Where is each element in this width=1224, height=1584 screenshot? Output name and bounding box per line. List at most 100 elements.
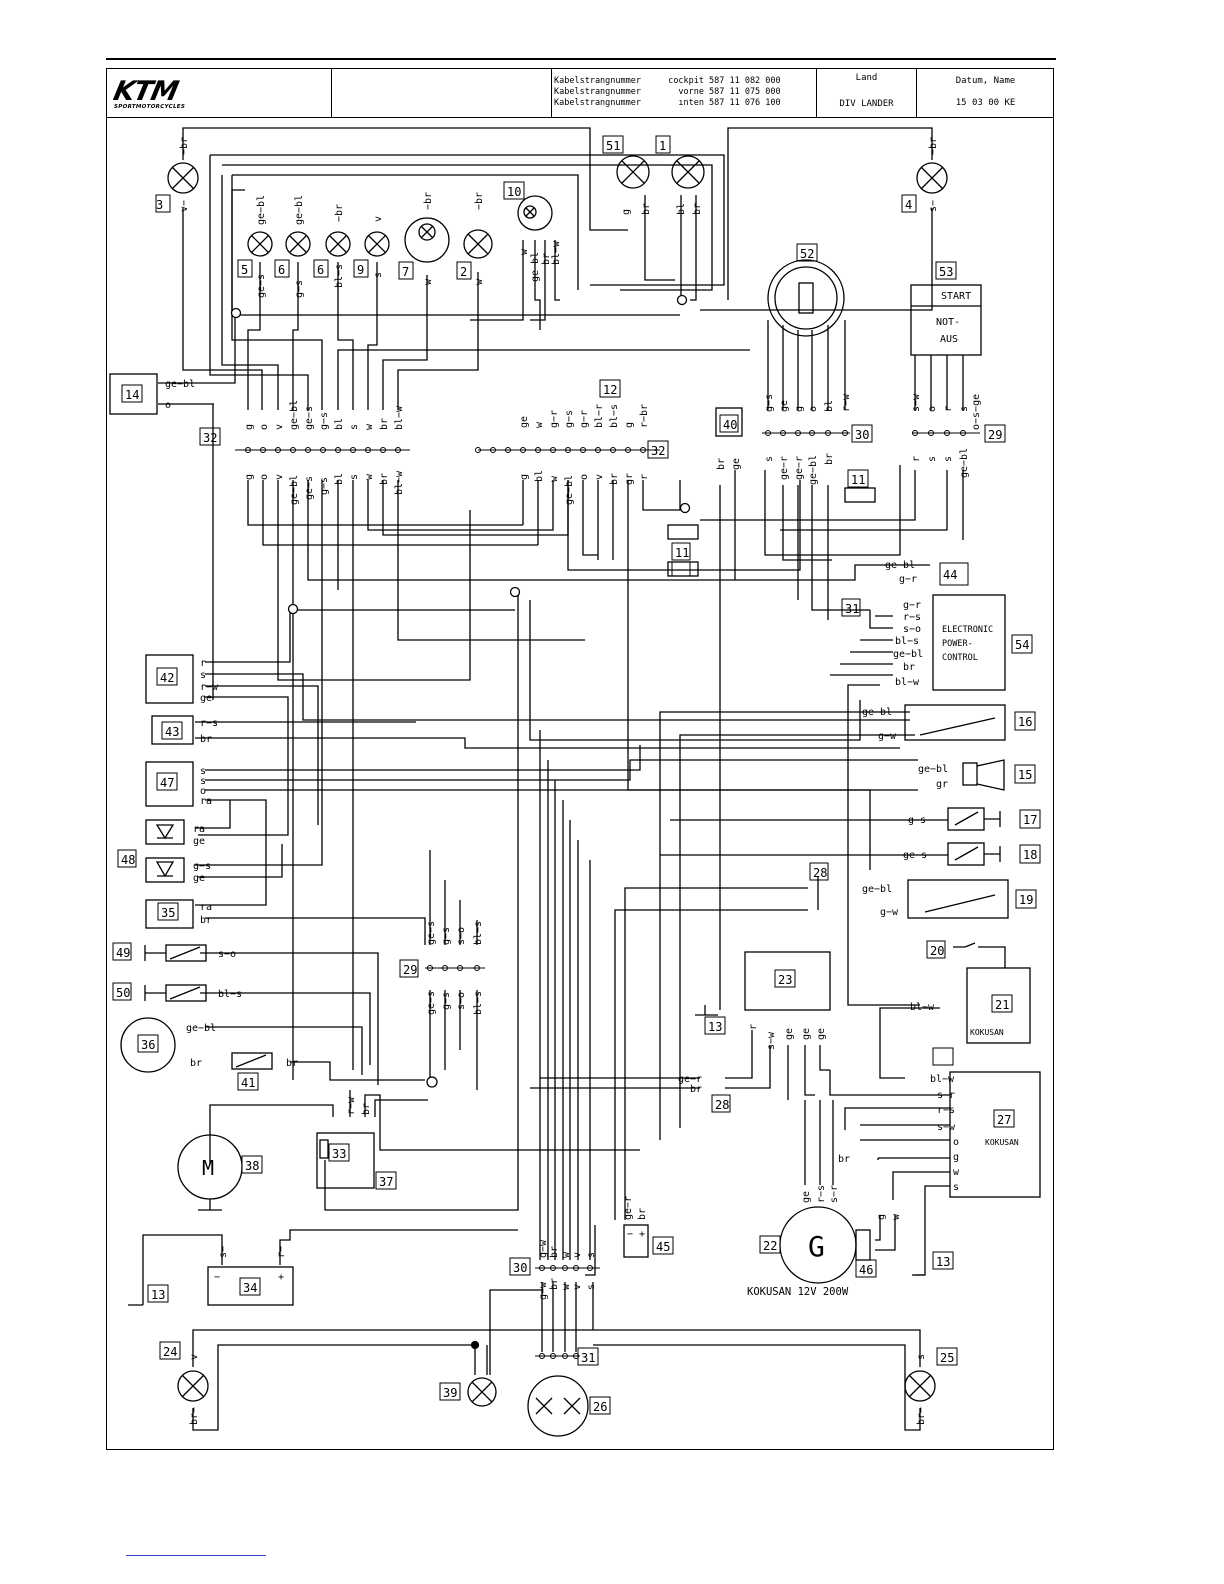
svg-text:s: s [586, 1252, 597, 1258]
svg-text:bl−s: bl−s [473, 991, 484, 1015]
svg-text:s−w: s−w [937, 1122, 956, 1133]
svg-text:bl−r: bl−r [594, 404, 605, 428]
svg-text:g: g [519, 474, 530, 480]
component-45 [623, 1224, 649, 1258]
svg-text:r−s: r−s [937, 1105, 955, 1116]
lamp-5 [247, 231, 273, 257]
svg-text:br: br [541, 253, 552, 265]
svg-text:31: 31 [581, 1351, 595, 1365]
svg-text:w: w [534, 421, 545, 428]
svg-text:g−w: g−w [538, 1239, 549, 1258]
svg-text:br: br [838, 1154, 850, 1165]
svg-text:v: v [189, 1354, 200, 1360]
svg-text:37: 37 [379, 1175, 393, 1189]
svg-text:g−r: g−r [579, 410, 590, 428]
svg-text:w: w [364, 423, 375, 430]
svg-text:10: 10 [507, 185, 521, 199]
fuse-11a [667, 524, 699, 540]
drawing-frame [106, 68, 1054, 1450]
svg-text:w: w [549, 475, 560, 482]
wire-network [142, 127, 964, 1431]
svg-text:s−o: s−o [456, 927, 467, 945]
svg-text:38: 38 [245, 1159, 259, 1173]
svg-text:50: 50 [116, 986, 130, 1000]
svg-text:13: 13 [708, 1020, 722, 1034]
svg-text:g−s: g−s [294, 280, 305, 298]
svg-text:s−o: s−o [456, 992, 467, 1010]
svg-text:29: 29 [988, 428, 1002, 442]
svg-text:bl−w: bl−w [895, 677, 920, 688]
date-value: 15 03 00 KE [955, 98, 1016, 108]
svg-text:br: br [190, 1058, 202, 1069]
motor-letter: M [202, 1156, 214, 1180]
svg-text:bl−w: bl−w [910, 1002, 935, 1013]
svg-text:o: o [259, 424, 270, 430]
ktm-tagline: SPORTMOTORCYCLES [114, 104, 186, 110]
svg-text:g−s: g−s [441, 927, 452, 945]
svg-text:br: br [637, 1208, 648, 1220]
svg-text:19: 19 [1019, 893, 1033, 907]
svg-text:r: r [943, 406, 954, 412]
svg-text:32: 32 [651, 444, 665, 458]
svg-text:v: v [274, 424, 285, 430]
svg-text:w: w [519, 248, 530, 255]
svg-text:r−s: r−s [200, 718, 218, 729]
svg-text:53: 53 [939, 265, 953, 279]
svg-text:w: w [423, 278, 434, 285]
svg-text:g−s: g−s [764, 394, 775, 412]
svg-text:25: 25 [940, 1351, 954, 1365]
svg-text:ge−bl: ge−bl [289, 475, 300, 505]
svg-text:gr: gr [624, 473, 635, 485]
svg-text:ge−s: ge−s [304, 406, 315, 430]
diode-48b [145, 857, 185, 883]
svg-text:s: s [349, 474, 360, 480]
svg-text:ge−s: ge−s [304, 476, 315, 500]
regulator-46 [855, 1229, 871, 1261]
svg-text:g: g [953, 1152, 959, 1163]
svg-text:−br: −br [423, 192, 434, 210]
svg-text:ge−bl: ge−bl [918, 764, 948, 775]
start-label: START [941, 291, 971, 302]
lamp-symbols [167, 155, 948, 1437]
top-rule [106, 58, 1056, 60]
start-kill-switch-53 [910, 284, 982, 356]
component-35 [145, 899, 194, 929]
svg-text:br: br [379, 418, 390, 430]
svg-text:12: 12 [603, 383, 617, 397]
bottom-link-underline[interactable] [126, 1555, 266, 1556]
svg-text:bl: bl [824, 400, 835, 412]
svg-text:g: g [624, 422, 635, 428]
svg-text:ge−bl: ge−bl [893, 649, 923, 660]
lamp-7 [404, 217, 450, 263]
svg-text:28: 28 [715, 1098, 729, 1112]
svg-text:gr: gr [936, 779, 948, 790]
svg-text:18: 18 [1023, 848, 1037, 862]
kokusan-label-27: KOKUSAN [985, 1138, 1019, 1147]
svg-text:43: 43 [165, 725, 179, 739]
svg-text:v: v [594, 474, 605, 480]
svg-text:1: 1 [659, 139, 666, 153]
svg-text:bl−w: bl−w [551, 240, 562, 265]
svg-text:ge: ge [784, 1028, 795, 1040]
switch-16 [904, 704, 1006, 741]
svg-text:14: 14 [125, 388, 139, 402]
svg-text:bl−w: bl−w [394, 405, 405, 430]
svg-text:−br: −br [334, 204, 345, 222]
ignition-switch-52 [767, 259, 845, 337]
date-cell: Datum, Name 15 03 00 KE [916, 68, 1054, 118]
svg-text:bl: bl [334, 418, 345, 430]
svg-text:16: 16 [1018, 715, 1032, 729]
svg-text:34: 34 [243, 1281, 257, 1295]
svg-text:bl: bl [676, 203, 687, 215]
svg-text:−: − [214, 1272, 220, 1283]
svg-text:33: 33 [332, 1147, 346, 1161]
lamp-3 [167, 162, 199, 194]
svg-text:s: s [927, 456, 938, 462]
notaus-label-2: AUS [940, 334, 958, 345]
diode-48a [145, 819, 185, 845]
svg-text:bl−w: bl−w [394, 470, 405, 495]
svg-text:br: br [692, 203, 703, 215]
svg-text:br: br [379, 473, 390, 485]
svg-text:br: br [286, 1058, 298, 1069]
